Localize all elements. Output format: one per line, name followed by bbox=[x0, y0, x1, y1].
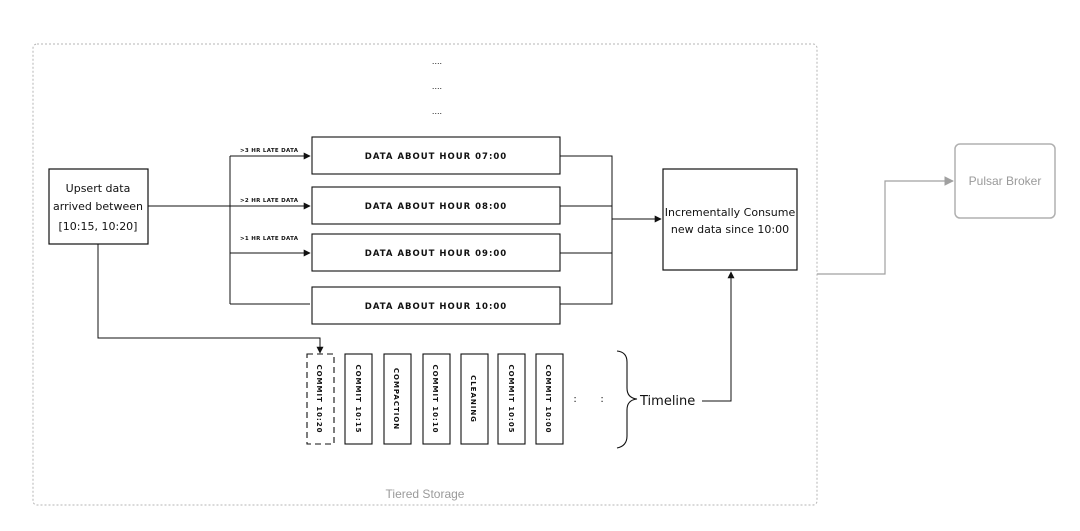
container-to-broker-connector bbox=[817, 176, 954, 275]
upsert-source-box bbox=[48, 168, 149, 245]
commit-label-1015: COMMIT 10:15 bbox=[354, 364, 362, 433]
commit-box-1000 bbox=[535, 353, 564, 445]
commit-label-compaction: COMPACTION bbox=[392, 368, 400, 430]
commit-label-1005: COMMIT 10:05 bbox=[507, 364, 515, 433]
fan-out-connectors bbox=[97, 152, 324, 354]
timeline-trailing-dots-1: : bbox=[573, 394, 576, 405]
hour-box-0900-label: DATA ABOUT HOUR 09:00 bbox=[365, 249, 507, 259]
incremental-consumer-line-1: Incrementally Consume bbox=[665, 206, 796, 219]
upsert-source-line-3: [10:15, 10:20] bbox=[59, 220, 138, 233]
commit-box-cleaning bbox=[460, 353, 489, 445]
tiered-storage-label: Tiered Storage bbox=[386, 487, 465, 501]
hour-box-0900 bbox=[311, 233, 561, 272]
commit-box-compaction bbox=[383, 353, 412, 445]
ellipsis-2: .... bbox=[432, 82, 442, 91]
hour-box-0800-label: DATA ABOUT HOUR 08:00 bbox=[365, 202, 507, 212]
incremental-consumer-box bbox=[662, 168, 798, 271]
hour-box-1000-label: DATA ABOUT HOUR 10:00 bbox=[365, 302, 507, 312]
hour-box-1000 bbox=[311, 286, 561, 325]
upsert-source-line-1: Upsert data bbox=[66, 182, 131, 195]
late-label-1hr: >1 HR LATE DATA bbox=[240, 236, 299, 242]
pulsar-broker-box bbox=[954, 143, 1056, 219]
ellipsis-3: .... bbox=[432, 107, 442, 116]
commit-label-1010: COMMIT 10:10 bbox=[431, 364, 439, 433]
timeline-to-consumer-connector bbox=[702, 271, 735, 402]
timeline-trailing-dots-2: : bbox=[600, 394, 603, 405]
pulsar-broker-label: Pulsar Broker bbox=[969, 174, 1042, 188]
upsert-source-line-2: arrived between bbox=[53, 200, 143, 213]
hour-box-0700-label: DATA ABOUT HOUR 07:00 bbox=[365, 152, 507, 162]
commit-box-1020 bbox=[306, 353, 335, 445]
timeline-brace bbox=[616, 350, 638, 449]
commit-label-cleaning: CLEANING bbox=[469, 375, 477, 423]
commit-label-1020: COMMIT 10:20 bbox=[315, 364, 323, 433]
late-label-2hr: >2 HR LATE DATA bbox=[240, 198, 299, 204]
late-label-3hr: >3 HR LATE DATA bbox=[240, 148, 299, 154]
ellipsis-1: .... bbox=[432, 57, 442, 66]
hour-box-0800 bbox=[311, 186, 561, 225]
commit-label-1000: COMMIT 10:00 bbox=[544, 364, 552, 433]
timeline-label: Timeline bbox=[639, 394, 695, 409]
fan-in-connectors bbox=[560, 155, 662, 305]
incremental-consumer-line-2: new data since 10:00 bbox=[671, 223, 789, 236]
commit-box-1010 bbox=[422, 353, 451, 445]
commit-box-1015 bbox=[344, 353, 373, 445]
commit-box-1005 bbox=[497, 353, 526, 445]
